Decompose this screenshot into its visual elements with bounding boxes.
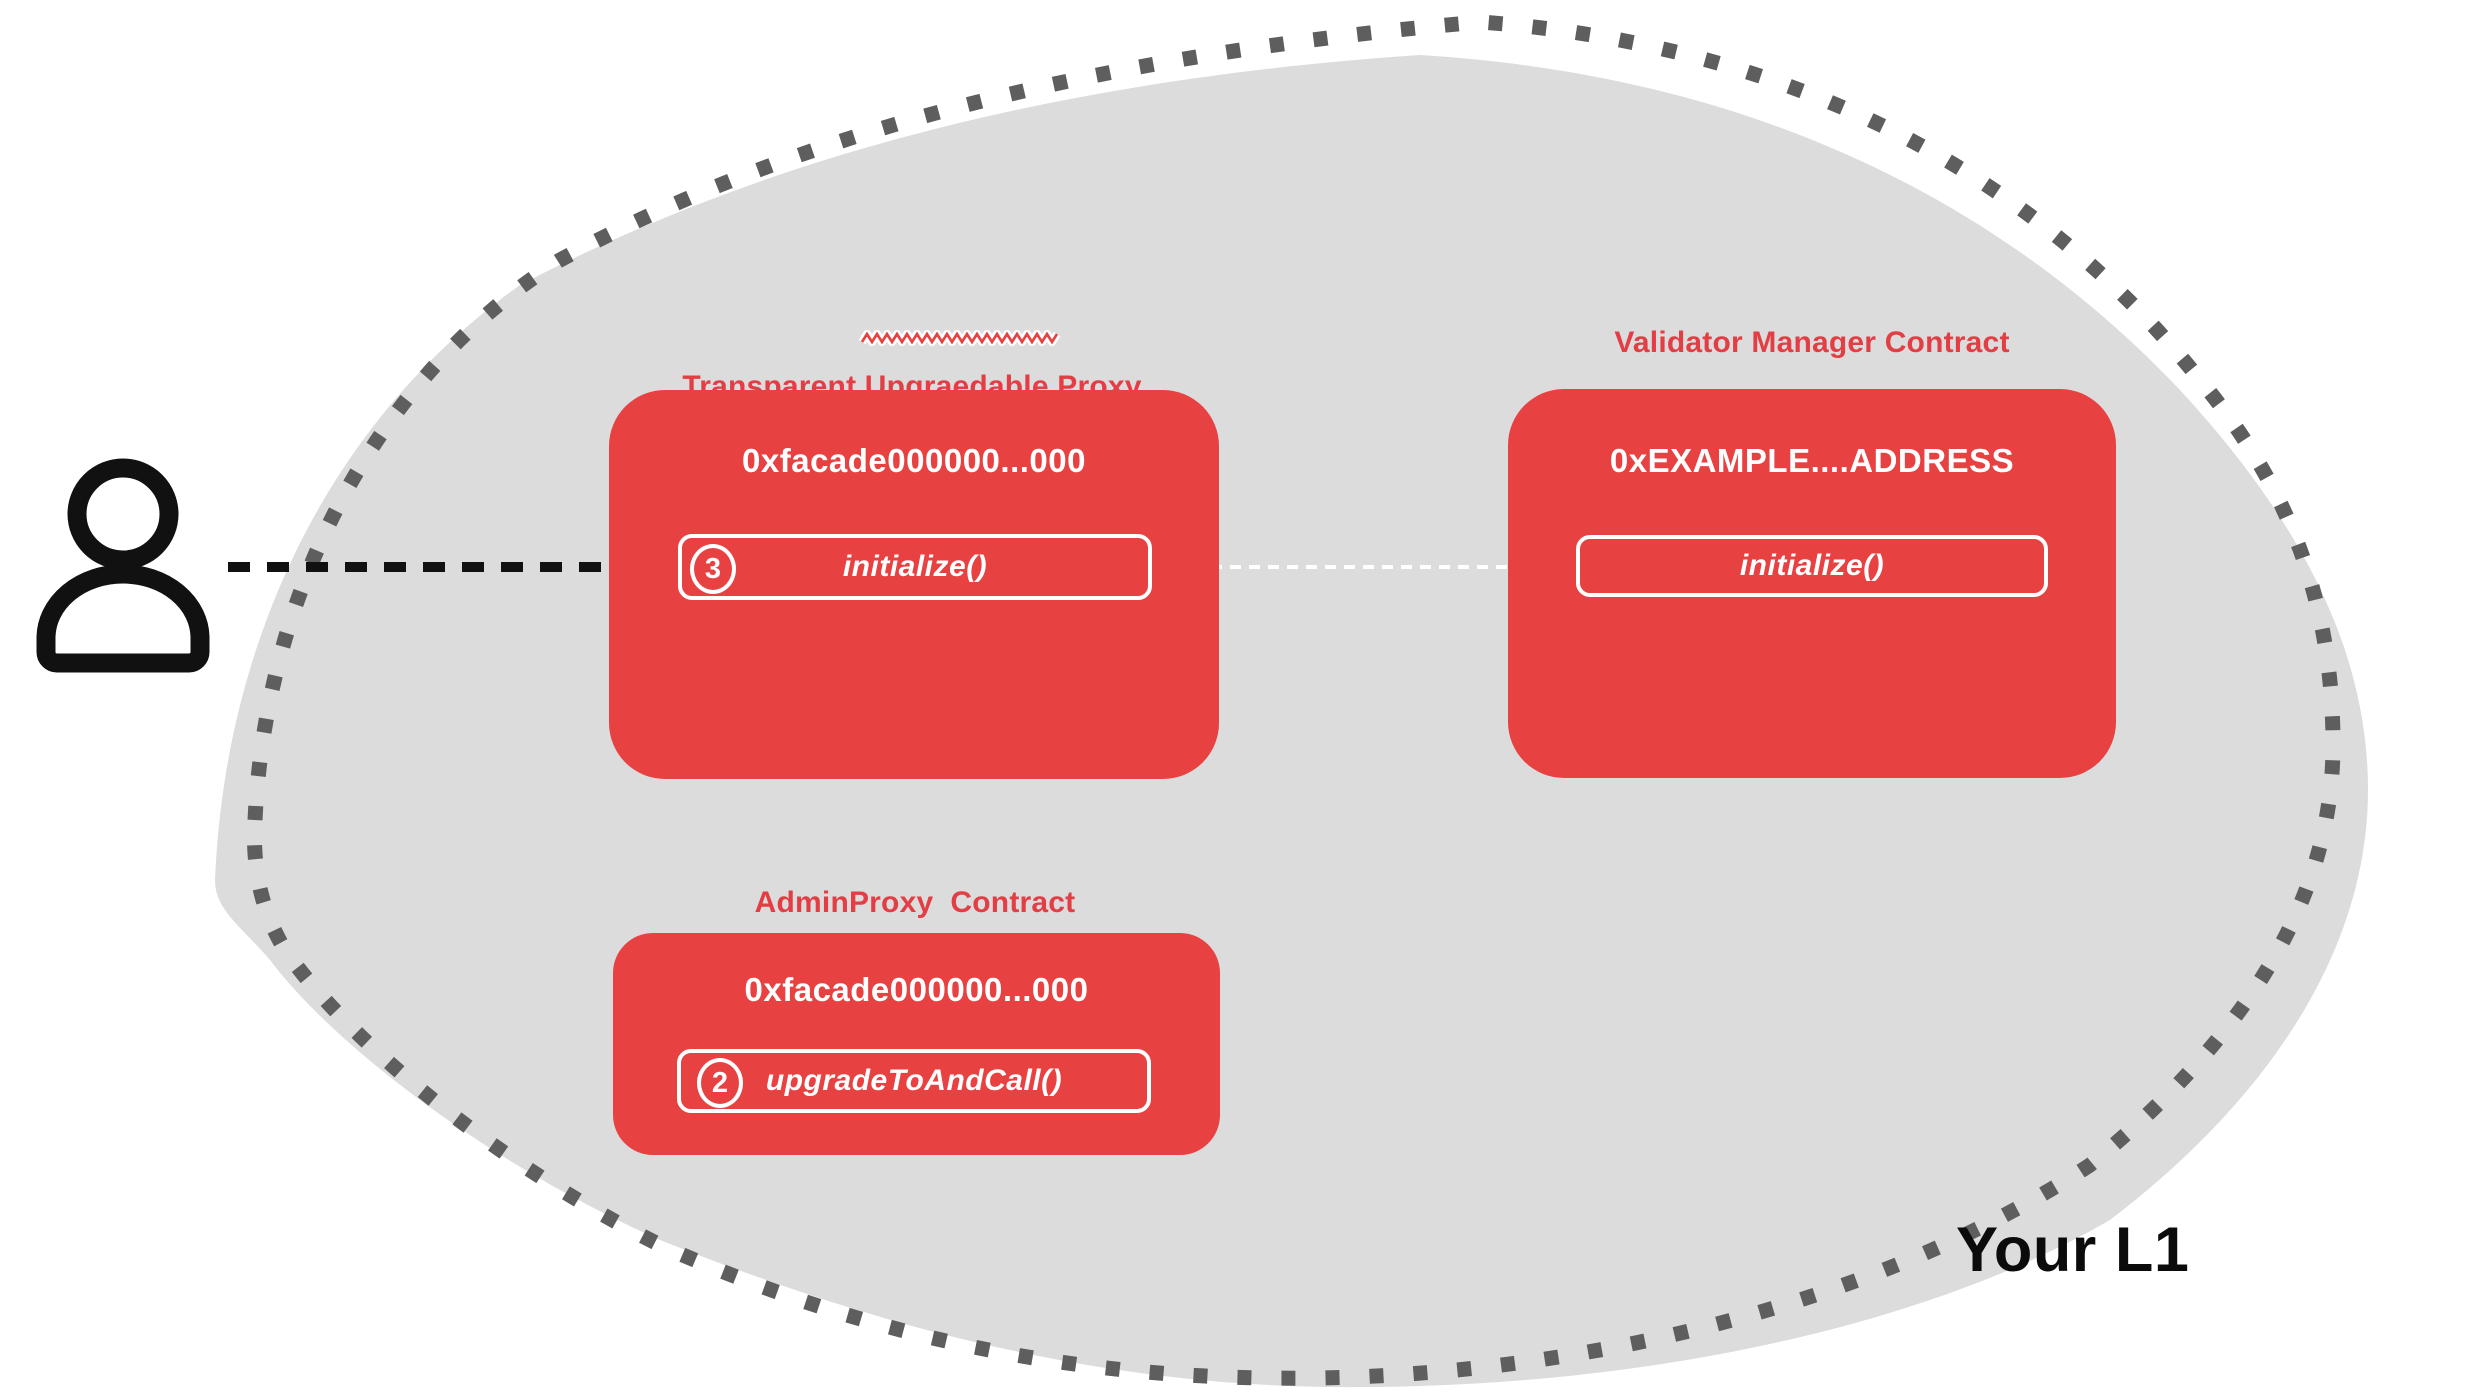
step-2-badge: 2: [697, 1058, 743, 1108]
transparent-proxy-address: 0xfacade000000...000: [742, 442, 1086, 479]
proxy-initialize-label: initialize(): [842, 550, 988, 583]
l1-region-dotted-border: [247, 14, 2341, 1386]
admin-proxy-address: 0xfacade000000...000: [744, 971, 1089, 1008]
spellcheck-squiggle: [858, 330, 1061, 346]
proxy-initialize-method: initialize() 3: [678, 534, 1152, 600]
admin-proxy-title: AdminProxy Contract: [754, 886, 1076, 919]
validator-manager-title: Validator Manager Contract: [1614, 326, 2010, 359]
validator-initialize-label: initialize(): [1739, 549, 1885, 582]
upgrade-to-and-call-label: upgradeToAndCall(): [765, 1064, 1063, 1097]
your-l1-label: Your L1: [1956, 1215, 2190, 1285]
admin-proxy-contract-box: 0xfacade000000...000 upgradeToAndCall() …: [613, 933, 1220, 1155]
validator-initialize-method: initialize(): [1576, 535, 2048, 597]
upgrade-to-and-call-method: upgradeToAndCall() 2: [677, 1049, 1151, 1113]
person-icon: [36, 458, 210, 673]
step-3-badge: 3: [690, 544, 736, 594]
validator-manager-address: 0xEXAMPLE....ADDRESS: [1609, 442, 2015, 479]
transparent-proxy-contract-box: 0xfacade000000...000 initialize() 3: [609, 390, 1219, 779]
validator-manager-contract-box: 0xEXAMPLE....ADDRESS initialize(): [1508, 389, 2116, 778]
